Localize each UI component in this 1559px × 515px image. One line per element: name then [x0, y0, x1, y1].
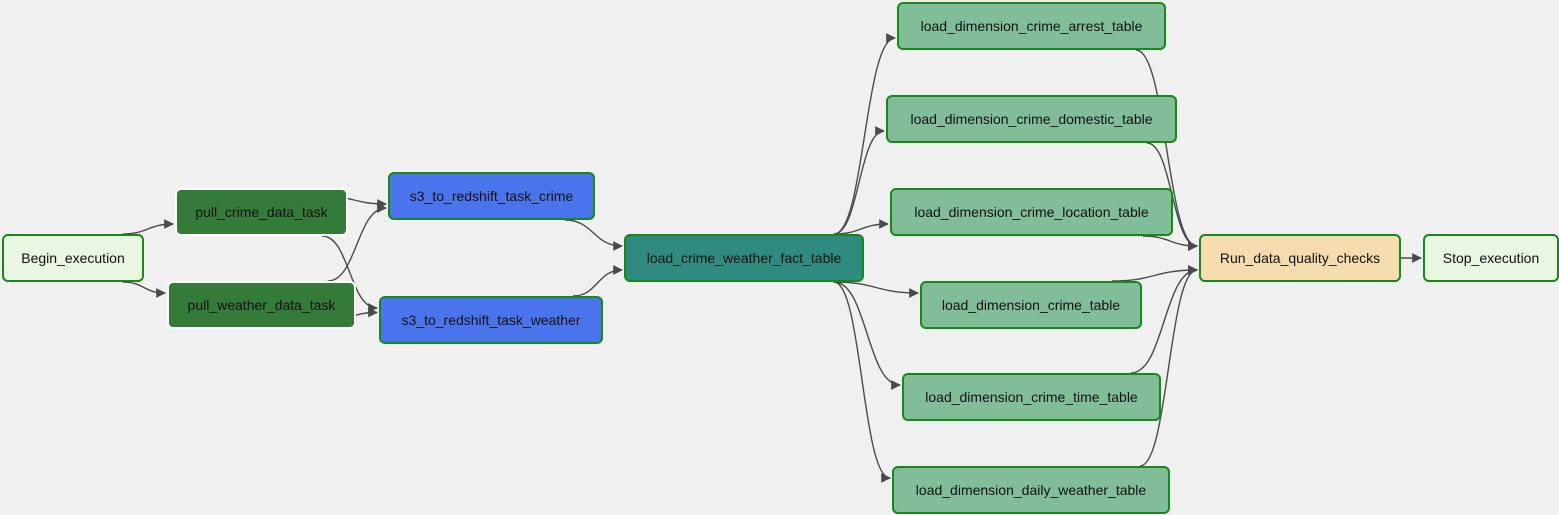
- node-label: s3_to_redshift_task_weather: [401, 312, 581, 328]
- node-load-dimension-crime-table[interactable]: load_dimension_crime_table: [920, 281, 1142, 329]
- node-label: pull_crime_data_task: [195, 204, 328, 220]
- node-s3-to-redshift-task-crime[interactable]: s3_to_redshift_task_crime: [388, 172, 595, 220]
- node-load-dimension-crime-arrest-table[interactable]: load_dimension_crime_arrest_table: [897, 2, 1166, 50]
- edge-load_crime_weather_fact_table-to-load_dimension_crime_arrest_table: [833, 33, 896, 235]
- node-label: load_crime_weather_fact_table: [646, 250, 842, 266]
- edge-pull_weather_data_task-to-s3_to_redshift_task_crime: [327, 203, 387, 282]
- edge-load_crime_weather_fact_table-to-load_dimension_crime_time_table: [833, 281, 901, 390]
- edge-load_crime_weather_fact_table-to-load_dimension_daily_weather_table: [833, 281, 891, 483]
- edge-load_crime_weather_fact_table-to-load_dimension_crime_location_table: [833, 219, 889, 235]
- edge-load_dimension_daily_weather_table-to-run_data_quality_checks: [1139, 265, 1198, 467]
- node-label: s3_to_redshift_task_crime: [409, 188, 574, 204]
- node-load-dimension-crime-location-table[interactable]: load_dimension_crime_location_table: [890, 188, 1173, 236]
- node-load-dimension-crime-domestic-table[interactable]: load_dimension_crime_domestic_table: [886, 95, 1177, 143]
- node-label: Stop_execution: [1442, 250, 1540, 266]
- edge-load_dimension_crime_time_table-to-run_data_quality_checks: [1130, 265, 1198, 374]
- edge-s3_to_redshift_task_crime-to-load_crime_weather_fact_table: [564, 219, 623, 251]
- node-label: pull_weather_data_task: [187, 297, 336, 313]
- node-run-data-quality-checks[interactable]: Run_data_quality_checks: [1199, 234, 1401, 282]
- node-label: Begin_execution: [21, 250, 125, 266]
- edge-begin_execution-to-pull_weather_data_task: [122, 281, 166, 298]
- edge-load_crime_weather_fact_table-to-load_dimension_crime_table: [833, 281, 919, 298]
- node-label: Run_data_quality_checks: [1219, 250, 1381, 266]
- edge-pull_crime_data_task-to-s3_to_redshift_task_weather: [321, 235, 378, 313]
- node-pull-weather-data-task[interactable]: pull_weather_data_task: [167, 281, 356, 329]
- node-s3-to-redshift-task-weather[interactable]: s3_to_redshift_task_weather: [379, 296, 603, 344]
- node-begin-execution[interactable]: Begin_execution: [2, 234, 144, 282]
- node-pull-crime-data-task[interactable]: pull_crime_data_task: [175, 188, 348, 236]
- edge-load_dimension_crime_table-to-run_data_quality_checks: [1111, 265, 1198, 282]
- node-load-crime-weather-fact-table[interactable]: load_crime_weather_fact_table: [624, 234, 864, 282]
- node-label: load_dimension_crime_time_table: [925, 389, 1138, 405]
- edge-load_dimension_crime_arrest_table-to-run_data_quality_checks: [1135, 49, 1198, 251]
- node-label: load_dimension_crime_location_table: [914, 204, 1149, 220]
- node-label: load_dimension_crime_domestic_table: [910, 111, 1153, 127]
- node-label: load_dimension_crime_table: [941, 297, 1121, 313]
- edge-load_dimension_crime_location_table-to-run_data_quality_checks: [1142, 235, 1198, 251]
- node-load-dimension-crime-time-table[interactable]: load_dimension_crime_time_table: [902, 373, 1161, 421]
- edge-s3_to_redshift_task_weather-to-load_crime_weather_fact_table: [572, 265, 623, 297]
- edge-load_crime_weather_fact_table-to-load_dimension_crime_domestic_table: [833, 126, 885, 235]
- node-stop-execution[interactable]: Stop_execution: [1423, 234, 1559, 282]
- node-label: load_dimension_crime_arrest_table: [920, 18, 1143, 34]
- edge-begin_execution-to-pull_crime_data_task: [122, 219, 174, 235]
- node-label: load_dimension_daily_weather_table: [915, 482, 1147, 498]
- node-load-dimension-daily-weather-table[interactable]: load_dimension_daily_weather_table: [892, 466, 1170, 514]
